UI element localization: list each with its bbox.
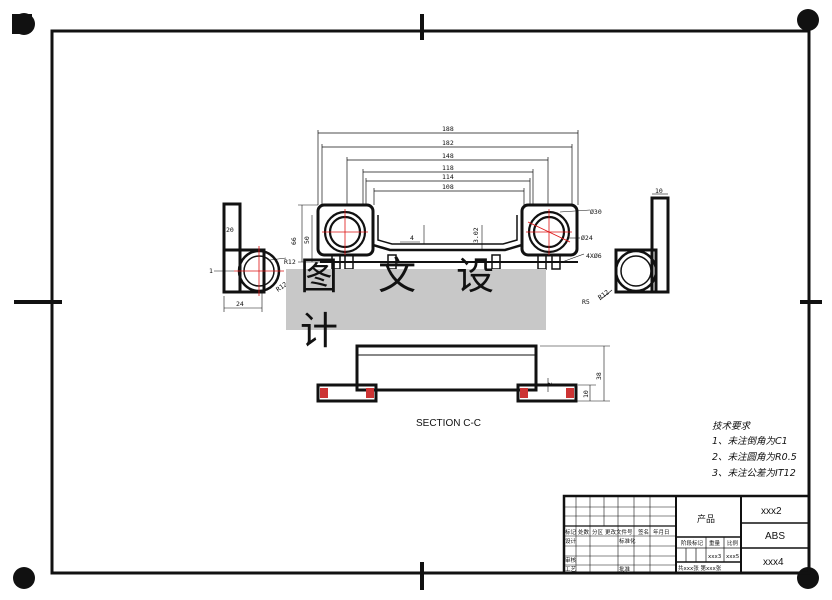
tb-col-change: 更改文件号	[605, 528, 633, 536]
centering-marks	[14, 14, 822, 590]
tb-approve: 批准	[619, 565, 631, 573]
left-view-centerlines	[234, 246, 284, 296]
dim-50: 50	[303, 236, 311, 244]
dim-10-section: 10	[582, 390, 590, 398]
dim-182: 182	[442, 139, 454, 147]
left-view	[214, 202, 287, 312]
tb-stage: 阶段标记	[681, 539, 704, 547]
tb-sheets: 共xxx张 第xxx张	[678, 564, 722, 572]
tech-req-3: 3、未注公差为IT12	[712, 467, 796, 479]
tb-material: ABS	[765, 531, 785, 542]
dim-24: 24	[236, 300, 244, 308]
dim-r12-left: R12	[284, 258, 296, 266]
sheet-border	[50, 29, 811, 575]
tb-col-count: 处数	[578, 528, 590, 536]
tb-weight-value: xxx3	[708, 554, 722, 560]
dim-114: 114	[442, 173, 454, 181]
dim-d24: Ø24	[581, 234, 593, 242]
dim-108: 108	[442, 183, 454, 191]
watermark-banner: 图 文 设 计	[286, 254, 546, 353]
dim-r5: R5	[582, 298, 590, 306]
right-view	[599, 193, 670, 301]
tb-col-sign: 签名	[638, 528, 649, 536]
tb-row-review: 审核	[565, 556, 577, 564]
main-view-centerlines	[322, 209, 572, 255]
section-label: SECTION C-C	[416, 418, 481, 429]
tb-product: 产品	[697, 513, 715, 524]
dim-4: 4	[410, 234, 414, 242]
dim-188: 188	[442, 125, 454, 133]
dim-118: 118	[442, 164, 454, 172]
dim-20: 20	[226, 226, 234, 234]
section-hatch	[320, 388, 574, 398]
dim-1: 1	[209, 267, 213, 275]
tb-drawing-no: xxx4	[763, 557, 784, 568]
corner-marks	[12, 9, 819, 589]
watermark-text: 图 文 设 计	[300, 253, 509, 353]
tb-standard: 标准化	[619, 537, 636, 545]
dim-4xd6: 4XØ6	[586, 252, 602, 260]
tech-req-2: 2、未注圆角为R0.5	[712, 451, 797, 463]
tb-col-date: 年月日	[653, 528, 670, 536]
dim-10: 10	[655, 187, 663, 195]
tech-req-1: 1、未注倒角为C1	[712, 435, 788, 447]
dim-r12-right: R12	[597, 288, 611, 301]
dim-2: 2	[546, 382, 554, 386]
tb-row-process: 工艺	[565, 566, 577, 573]
dim-38: 38	[595, 372, 603, 380]
dim-148: 148	[442, 152, 454, 160]
top-dimensions	[317, 130, 579, 205]
tb-name-code: xxx2	[761, 506, 782, 517]
dim-3-02: 3.02	[472, 227, 480, 243]
tech-req-title: 技术要求	[712, 421, 752, 432]
title-block	[562, 494, 811, 575]
tb-col-zone: 分区	[592, 528, 604, 536]
tb-weight-label: 重量	[709, 539, 721, 547]
dim-66: 66	[290, 237, 298, 245]
tb-scale-value: xxx5	[726, 554, 740, 560]
section-view	[316, 344, 610, 403]
tb-scale-label: 比例	[727, 539, 739, 547]
tb-col-mark: 标记	[565, 528, 577, 536]
tb-row-design: 设计	[565, 537, 577, 545]
dim-d30: Ø30	[590, 208, 602, 216]
